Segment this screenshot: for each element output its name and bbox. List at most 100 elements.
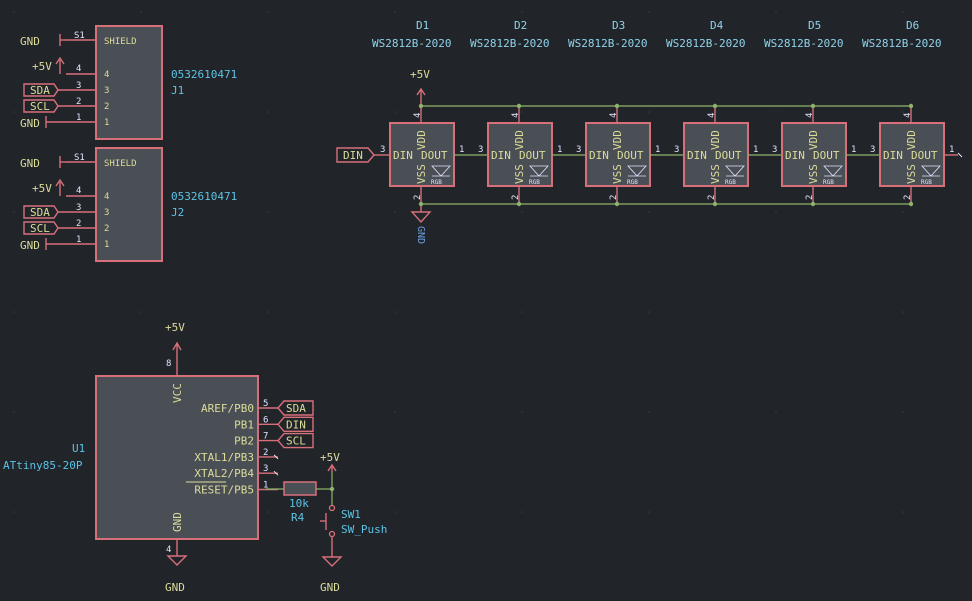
grid-dot <box>267 511 269 513</box>
connector-value: 0532610471 <box>171 68 237 81</box>
mcu-net-label-box <box>277 432 314 449</box>
dout-pin-num: 1 <box>459 145 464 155</box>
grid-dot <box>648 311 650 313</box>
reset-circuit[interactable]: +5V 10k R4 GND SW1 SW_Push <box>266 451 387 594</box>
led-value: WS2812B-2020 <box>470 37 549 50</box>
vss-pin-num: 2 <box>413 195 423 200</box>
mcu-pin-name: XTAL2/PB4 <box>194 467 254 480</box>
rgb-label: RGB <box>921 179 932 186</box>
connector-j1[interactable]: SHIELD 4 3 2 1 S1 4 3 2 1 GND +5V SDA SC… <box>20 25 237 140</box>
net-scl: SCL <box>30 222 50 235</box>
pin-num-4: 4 <box>76 64 81 74</box>
led-ref: D2 <box>514 19 527 32</box>
grid-dot <box>648 511 650 513</box>
no-connect-icon <box>957 152 963 158</box>
pin-label-3: 3 <box>104 86 109 96</box>
switch-value: SW_Push <box>341 523 387 536</box>
grid-dot <box>521 411 523 413</box>
pin-label-1: 1 <box>104 240 109 250</box>
junction <box>418 103 424 109</box>
led-glyph-icon <box>627 165 647 177</box>
led-body <box>389 122 455 187</box>
mcu-pin-num: 6 <box>263 415 268 425</box>
mcu-value: ATtiny85-20P <box>3 459 83 472</box>
switch-power-label: +5V <box>320 451 340 464</box>
grid-dot <box>521 311 523 313</box>
led-ref: D5 <box>808 19 821 32</box>
pin-num-2: 2 <box>76 97 81 107</box>
din-pin-label: DIN <box>687 149 707 162</box>
dout-pin-num: 1 <box>753 145 758 155</box>
pin-label-4: 4 <box>104 192 109 202</box>
vdd-pin-label: VDD <box>709 130 722 150</box>
grid-dot <box>394 511 396 513</box>
grid-dot <box>394 111 396 113</box>
mcu-u1[interactable]: VCC GND 8 +5V 4 GND U1 ATtiny85-20P <box>3 321 259 594</box>
junction <box>614 103 620 109</box>
vdd-pin-label: VDD <box>807 130 820 150</box>
led-power-label: +5V <box>410 68 430 81</box>
junction <box>418 201 424 207</box>
pin-label-1: 1 <box>104 118 109 128</box>
mcu-power-label: +5V <box>165 321 185 334</box>
grid-dots <box>13 11 904 513</box>
connector-j2[interactable]: SHIELD 4 3 2 1 S1 4 3 2 1 GND +5V SDA SC… <box>20 147 237 262</box>
vdd-pin-num: 4 <box>805 113 815 118</box>
grid-dot <box>902 511 904 513</box>
gnd-pin-label: GND <box>171 512 184 532</box>
junction <box>712 201 718 207</box>
grid-dot <box>775 111 777 113</box>
junction <box>908 103 914 109</box>
vdd-pin-label: VDD <box>905 130 918 150</box>
connector-value: 0532610471 <box>171 190 237 203</box>
dout-pin-num: 1 <box>949 145 954 155</box>
mcu-ground-label: GND <box>165 581 185 594</box>
mcu-pin-name: PB1 <box>234 418 254 431</box>
gnd-pin-num: 4 <box>166 545 171 555</box>
grid-dot <box>775 511 777 513</box>
grid-dot <box>13 11 15 13</box>
net-gnd-bottom: GND <box>20 239 40 252</box>
resistor-ref: R4 <box>291 511 305 524</box>
grid-dot <box>775 11 777 13</box>
rgb-label: RGB <box>529 179 540 186</box>
din-pin-label: DIN <box>785 149 805 162</box>
pin-label-3: 3 <box>104 208 109 218</box>
grid-dot <box>140 311 142 313</box>
no-connect-icon <box>273 454 279 460</box>
vss-pin-label: VSS <box>709 164 722 184</box>
led-body <box>879 122 945 187</box>
vdd-pin-num: 4 <box>511 113 521 118</box>
connector-ref: J1 <box>171 84 184 97</box>
mcu-ref: U1 <box>72 442 85 455</box>
mcu-net-label-box <box>277 400 314 416</box>
mcu-pin-num: 2 <box>263 448 268 458</box>
net-gnd: GND <box>20 157 40 170</box>
dout-pin-label: DOUT <box>715 149 742 162</box>
din-pin-label: DIN <box>491 149 511 162</box>
resistor-r4[interactable] <box>283 481 317 496</box>
dout-pin-label: DOUT <box>813 149 840 162</box>
rgb-label: RGB <box>823 179 834 186</box>
din-pin-num: 3 <box>380 145 385 155</box>
dout-pin-num: 1 <box>851 145 856 155</box>
din-pin-label: DIN <box>393 149 413 162</box>
led-ref: D3 <box>612 19 625 32</box>
grid-dot <box>140 11 142 13</box>
vdd-pin-label: VDD <box>513 130 526 150</box>
din-pin-label: DIN <box>883 149 903 162</box>
